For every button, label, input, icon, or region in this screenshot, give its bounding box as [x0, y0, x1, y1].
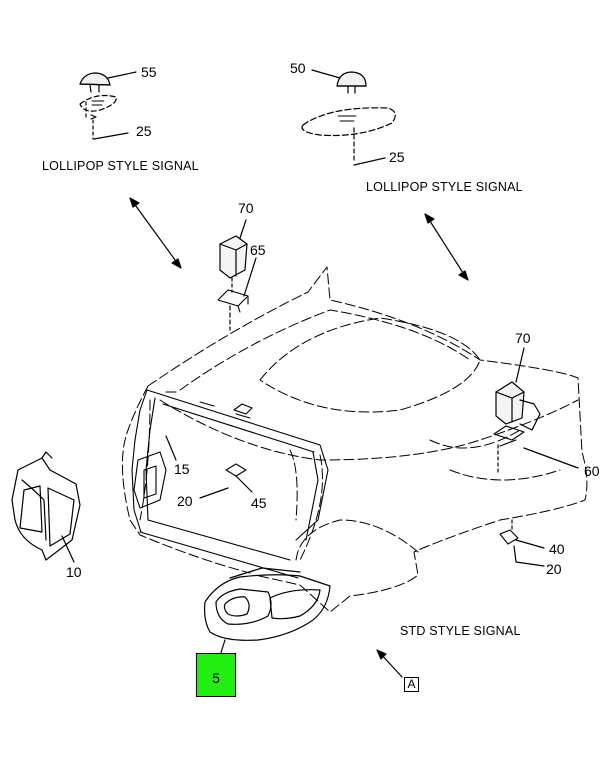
- leader-60: [523, 447, 579, 469]
- leader-70a: [239, 219, 247, 239]
- leader-65: [243, 257, 257, 297]
- callout-40: 40: [549, 541, 565, 557]
- leader-70b: [515, 347, 525, 383]
- leader-45: [235, 475, 253, 493]
- callout-45: 45: [251, 495, 267, 511]
- side-lamp-left: [11, 451, 81, 561]
- bracket-60: [493, 425, 525, 447]
- caption-lollipop-left: LOLLIPOP STYLE SIGNAL: [42, 159, 199, 173]
- lollipop-signal-right-part: [301, 71, 396, 163]
- signal-unit-70b: [495, 381, 541, 431]
- callout-20-right: 20: [546, 561, 562, 577]
- leader-15: [165, 435, 177, 461]
- caption-std-style-signal: STD STYLE SIGNAL: [400, 624, 521, 638]
- direction-arrow-right: [424, 213, 469, 281]
- leader-20a: [199, 487, 229, 499]
- callout-10: 10: [66, 564, 82, 580]
- callout-55: 55: [141, 64, 157, 80]
- callout-60: 60: [584, 463, 600, 479]
- leader-50: [311, 69, 341, 79]
- lens-15: [133, 451, 167, 509]
- grille-frame: [131, 389, 329, 579]
- callout-20-grille: 20: [177, 493, 193, 509]
- leader-40: [515, 539, 545, 549]
- callout-25-right: 25: [389, 149, 405, 165]
- callout-25-left: 25: [136, 123, 152, 139]
- callout-70-right: 70: [515, 330, 531, 346]
- callout-50: 50: [290, 60, 306, 76]
- bracket-45: [225, 463, 247, 477]
- leader-55: [107, 71, 137, 79]
- hood-outline: [121, 266, 588, 613]
- view-a-arrow: [376, 649, 403, 678]
- callout-15: 15: [174, 461, 190, 477]
- caption-lollipop-right: LOLLIPOP STYLE SIGNAL: [366, 180, 523, 194]
- std-signal-lamp: [203, 567, 331, 641]
- callout-70-upper: 70: [238, 200, 254, 216]
- bracket-65: [217, 289, 249, 313]
- callout-5-label: 5: [212, 670, 220, 686]
- view-marker-a: A: [404, 677, 419, 692]
- leader-20b: [513, 545, 545, 567]
- callout-65: 65: [250, 242, 266, 258]
- highlighted-callout-5[interactable]: 5: [196, 653, 236, 697]
- leader-25b: [353, 157, 386, 166]
- lollipop-signal-left-part: [79, 72, 117, 120]
- signal-unit-70a: [219, 235, 248, 279]
- direction-arrow-left: [129, 197, 182, 269]
- leader-25a: [93, 132, 129, 140]
- bracket-40: [499, 529, 519, 545]
- leader-10: [61, 535, 75, 563]
